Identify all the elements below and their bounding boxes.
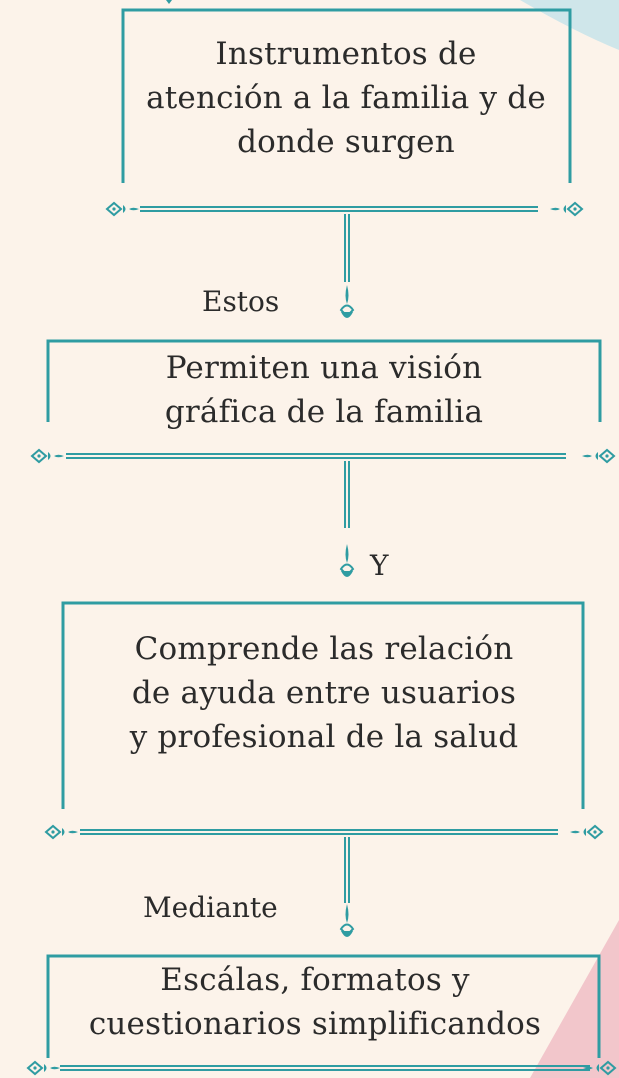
node-box-2 — [31, 339, 615, 463]
node-3-line-1: Comprende las relación — [134, 631, 514, 667]
node-box-1-frame — [121, 8, 572, 183]
connector-3-label: Mediante — [143, 891, 278, 924]
node-1-line-1: Instrumentos de — [215, 36, 477, 72]
node-1-line-3: donde surgen — [237, 124, 455, 160]
node-box-1-bottom-border — [106, 202, 583, 216]
connector-1-label: Estos — [202, 285, 280, 318]
node-box-4-bottom-border — [27, 1061, 616, 1075]
top-connector-stub — [166, 0, 172, 4]
node-box-2-frame — [46, 339, 602, 422]
node-4-text: Escálas, formatos y cuestionarios simpli… — [30, 958, 600, 1046]
node-2-line-2: gráfica de la familia — [164, 394, 484, 430]
node-box-1 — [106, 8, 583, 216]
node-box-2-bottom-border — [31, 449, 615, 463]
node-box-3-bottom-border — [45, 825, 603, 839]
connector-2 — [340, 461, 354, 578]
node-1-text: Instrumentos de atención a la familia y … — [110, 32, 582, 164]
connector-2-label: Y — [370, 549, 389, 582]
connector-3 — [340, 837, 354, 938]
corner-shape-pink — [530, 920, 619, 1078]
node-box-4 — [27, 954, 616, 1075]
node-3-line-2: de ayuda entre usuarios — [131, 675, 517, 711]
connector-1 — [340, 214, 354, 319]
node-3-text: Comprende las relación de ayuda entre us… — [60, 627, 588, 759]
node-2-text: Permiten una visión gráfica de la famili… — [60, 346, 588, 434]
node-3-line-3: y profesional de la salud — [129, 719, 519, 755]
node-1-line-2: atención a la familia y de — [146, 80, 546, 116]
node-box-3 — [45, 601, 603, 839]
node-box-3-frame — [61, 601, 585, 809]
node-4-line-1: Escálas, formatos y — [160, 962, 470, 998]
node-2-line-1: Permiten una visión — [165, 350, 483, 386]
node-4-line-2: cuestionarios simplificandos — [88, 1006, 542, 1042]
node-box-4-frame — [46, 954, 601, 1058]
